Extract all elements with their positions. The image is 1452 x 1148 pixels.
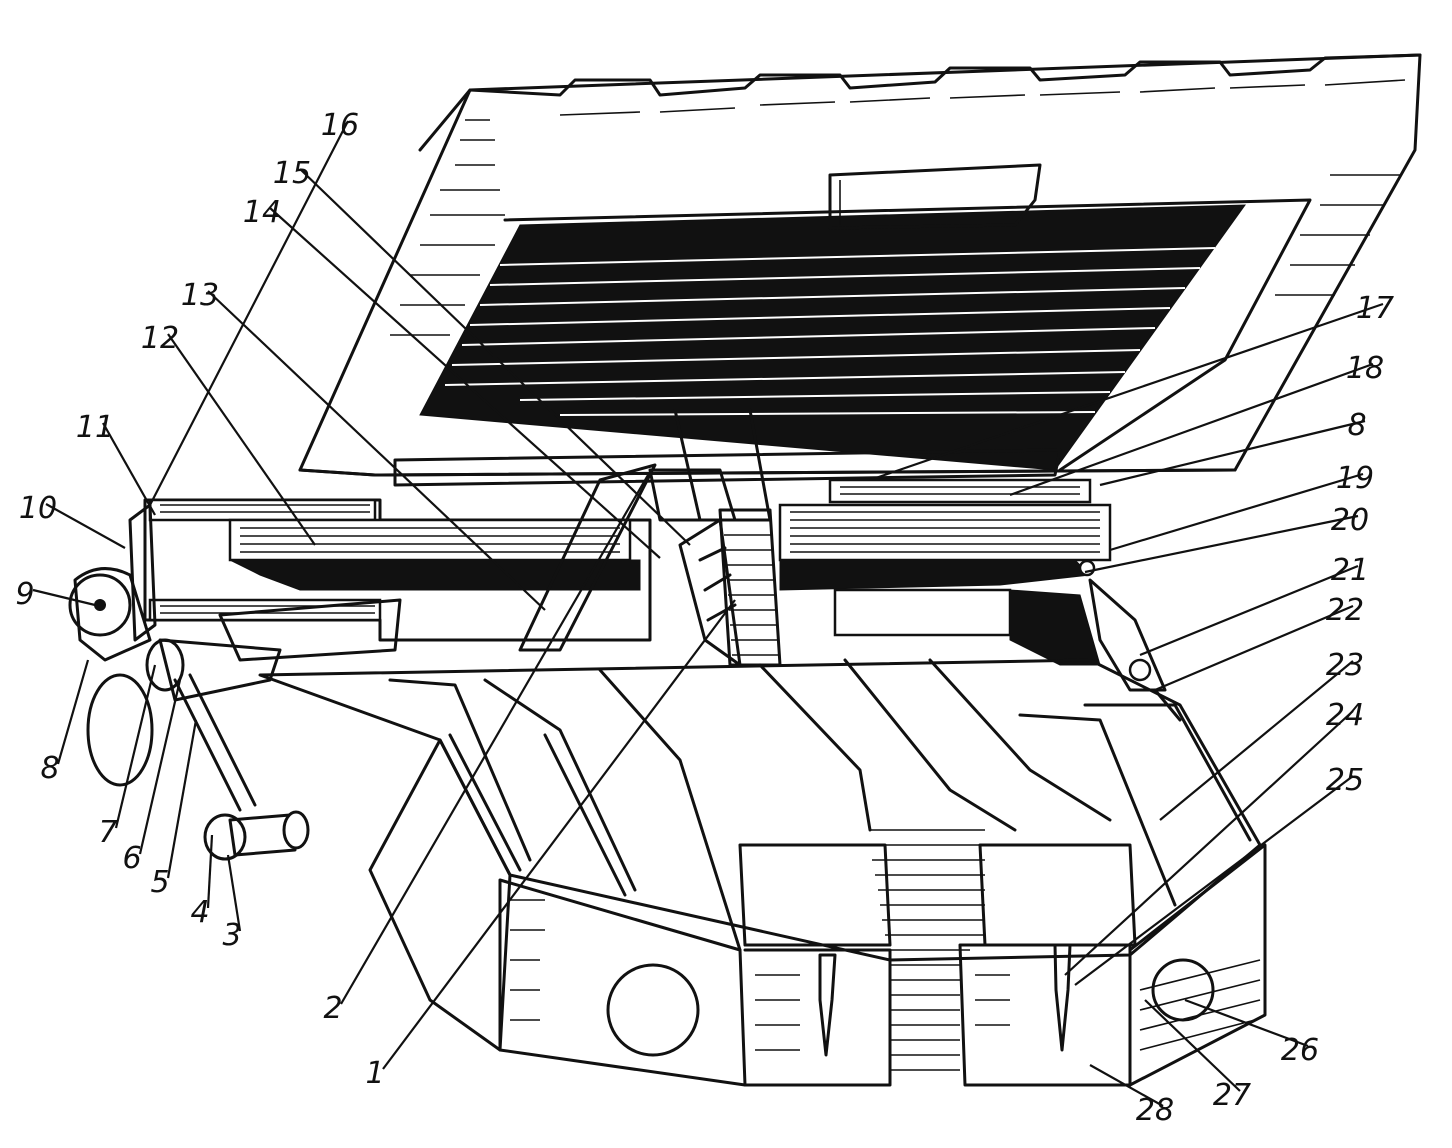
callout-leader-c16 (149, 120, 349, 506)
callout-label-c10: 10 (19, 491, 57, 526)
callout-leader-c8 (56, 659, 90, 765)
callout-leader-c14 (269, 207, 661, 559)
callout-leader-c28 (1089, 1064, 1164, 1107)
lid (298, 53, 1422, 477)
callout-leader-c1 (382, 599, 736, 1070)
callout-leader-c24 (1064, 710, 1354, 976)
callout-leader-c13 (207, 290, 546, 611)
callout-leader-c17 (869, 302, 1384, 482)
callout-label-c6: 6 (122, 841, 141, 876)
callout-label-c8: 8 (40, 751, 59, 786)
callout-leader-c23 (1159, 660, 1354, 821)
callout-leader-c18 (1009, 362, 1374, 497)
callout-leader-c19 (1109, 472, 1364, 552)
callout-label-c20: 20 (1331, 503, 1369, 538)
callout-label-c14: 14 (243, 195, 281, 230)
left-cylinder (128, 463, 657, 662)
callout-leader-c21 (1139, 564, 1359, 657)
callout-label-c17: 17 (1356, 291, 1394, 326)
callout-label-c5: 5 (150, 865, 169, 900)
callout-leader-c25 (1074, 775, 1354, 986)
callout-label-c4: 4 (190, 895, 209, 930)
callout-label-c9: 9 (15, 577, 34, 612)
callout-label-c26: 26 (1281, 1033, 1319, 1068)
callout-leader-c11 (102, 422, 156, 516)
callout-leader-c2 (340, 474, 649, 1005)
callout-label-c12: 12 (141, 321, 179, 356)
callout-label-c18: 18 (1346, 351, 1384, 386)
callout-layer: 1234567891011121314151617188192021222324… (15, 108, 1394, 1128)
callout-label-c27: 27 (1213, 1078, 1251, 1113)
callout-label-c21: 21 (1331, 553, 1369, 588)
callout-leader-c22 (1154, 604, 1354, 692)
callout-label-c1: 1 (365, 1056, 384, 1091)
callout-leader-c26 (1184, 998, 1309, 1048)
callout-leader-c20 (1084, 514, 1359, 574)
callout-label-c16: 16 (321, 108, 359, 143)
callout-leader-c5 (166, 719, 198, 879)
callout-label-c28: 28 (1136, 1093, 1174, 1128)
callout-label-c15: 15 (273, 156, 311, 191)
base-body (258, 658, 1267, 1087)
callout-leader-c9 (32, 588, 96, 607)
center-rack (678, 508, 782, 667)
callout-leader-c10 (45, 503, 126, 549)
callout-label-c13: 13 (181, 278, 219, 313)
callout-label-c19: 19 (1336, 461, 1374, 496)
callout-label-c24: 24 (1326, 698, 1364, 733)
callout-label-c11: 11 (76, 410, 114, 445)
callout-leader-c3 (226, 854, 242, 932)
callout-label-c8b: 8 (1347, 408, 1366, 443)
callout-leader-c8b (1099, 419, 1366, 487)
right-cylinder (778, 478, 1112, 666)
callout-label-c7: 7 (98, 815, 117, 850)
callout-leader-c27 (1144, 999, 1241, 1092)
callout-leader-c12 (167, 333, 316, 546)
callout-leader-c6 (138, 679, 182, 855)
callout-label-c23: 23 (1326, 648, 1364, 683)
callout-leader-c15 (299, 168, 691, 546)
left-drive (68, 567, 310, 861)
callout-label-c22: 22 (1326, 593, 1364, 628)
callout-label-c25: 25 (1326, 763, 1364, 798)
callout-leader-c7 (114, 664, 157, 829)
callout-leader-c4 (206, 834, 214, 909)
callout-label-c3: 3 (222, 918, 241, 953)
callout-label-c2: 2 (323, 991, 342, 1026)
